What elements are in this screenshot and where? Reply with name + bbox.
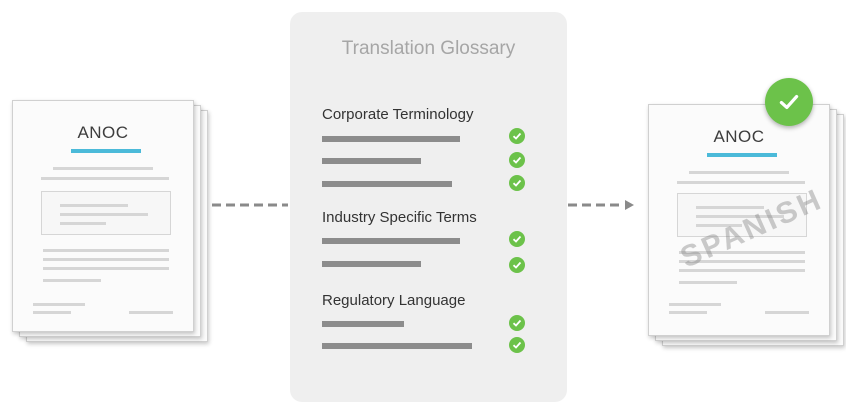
- translated-document: ANOC: [648, 104, 830, 336]
- check-icon: [509, 337, 525, 353]
- source-document: ANOC: [12, 100, 194, 332]
- check-icon: [509, 152, 525, 168]
- section-heading-regulatory: Regulatory Language: [322, 292, 466, 309]
- term-bar: [322, 181, 452, 187]
- term-bar: [322, 136, 460, 142]
- content-box: [677, 193, 807, 237]
- check-icon: [509, 231, 525, 247]
- section-heading-corporate: Corporate Terminology: [322, 106, 474, 123]
- source-document-title: ANOC: [77, 123, 129, 142]
- glossary-title: Translation Glossary: [341, 38, 516, 59]
- dashed-connector-right: [568, 200, 634, 210]
- term-bar: [322, 321, 404, 327]
- term-bar: [322, 261, 421, 267]
- dashed-connector-left: [212, 203, 288, 207]
- arrow-right-icon: [625, 200, 634, 210]
- term-bar: [322, 343, 472, 349]
- section-heading-industry: Industry Specific Terms: [322, 209, 477, 226]
- content-box: [41, 191, 171, 235]
- check-icon: [509, 315, 525, 331]
- translation-glossary-panel: Translation Glossary Corporate Terminolo…: [290, 12, 567, 402]
- check-icon: [509, 175, 525, 191]
- translated-document-stack: ANOC: [648, 104, 846, 346]
- approved-check-icon: [765, 78, 813, 126]
- term-bar: [322, 158, 421, 164]
- title-underline: [707, 153, 777, 157]
- term-bar: [322, 238, 460, 244]
- check-icon: [509, 128, 525, 144]
- check-icon: [509, 257, 525, 273]
- source-document-stack: ANOC: [12, 100, 212, 342]
- translated-document-title: ANOC: [713, 127, 765, 146]
- title-underline: [71, 149, 141, 153]
